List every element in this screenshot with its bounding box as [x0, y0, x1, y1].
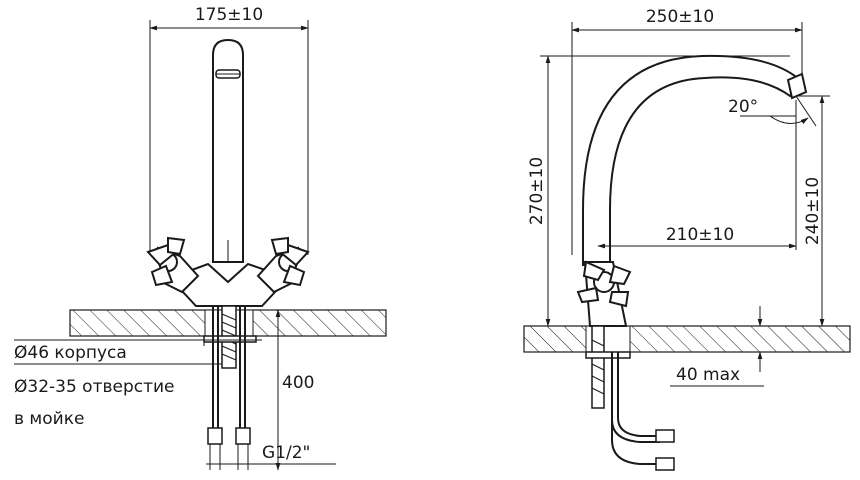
- front-view: 175±10: [14, 5, 387, 471]
- spout-height-dim: 240±10: [803, 177, 823, 245]
- side-handle: [576, 260, 632, 308]
- sink-hole-label-1: Ø32-35 отверстие: [14, 377, 175, 397]
- mounting-stud-front: [203, 305, 257, 470]
- side-view: 250±10 270±10: [523, 7, 851, 471]
- faucet-side: [576, 54, 808, 327]
- max-thickness-dim: 40 max: [676, 365, 740, 385]
- angle-label: 20°: [728, 97, 758, 117]
- right-handle: [256, 236, 310, 294]
- sink-hole-label-2: в мойке: [14, 409, 84, 429]
- thread-label: G1/2": [262, 443, 310, 463]
- left-handle: [146, 236, 200, 294]
- reach-dim: 250±10: [646, 7, 714, 27]
- spout-reach-dim: 210±10: [666, 225, 734, 245]
- front-width-dim: 175±10: [195, 5, 263, 25]
- mounting-stud-side: [585, 325, 675, 471]
- countertop-side: [523, 325, 851, 353]
- height-dim: 270±10: [527, 157, 547, 225]
- hose-length-dim: 400: [282, 373, 314, 393]
- faucet-front: [146, 38, 310, 307]
- hole-diameter-label: Ø46 корпуса: [14, 343, 127, 363]
